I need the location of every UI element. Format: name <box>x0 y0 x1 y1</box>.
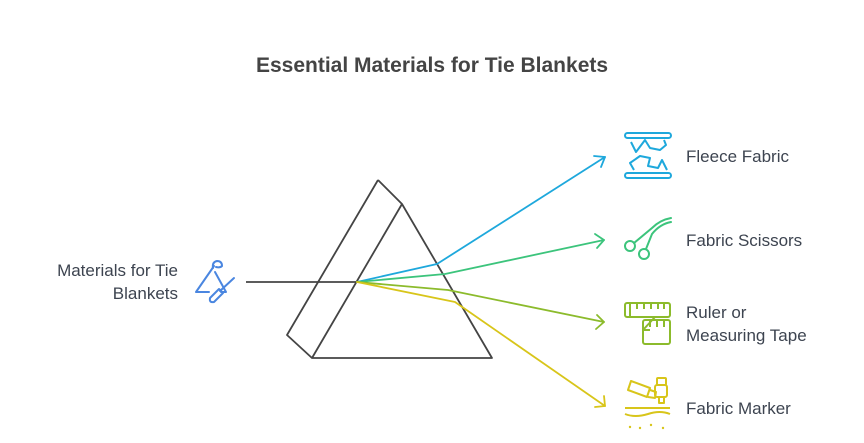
marker-icon <box>624 377 671 417</box>
ray-measuring-tape <box>356 281 605 330</box>
output-label-fabric-scissors: Fabric Scissors <box>686 231 802 250</box>
measuring-tape-icon <box>624 302 671 345</box>
ray-fabric-marker <box>356 281 606 408</box>
output-label-measuring-tape-line1: Ruler or <box>686 303 747 322</box>
ray-fabric-scissors <box>356 233 605 283</box>
prism <box>286 179 493 359</box>
ray-fleece-fabric <box>356 155 606 283</box>
fleece-fabric-icon <box>624 132 672 179</box>
source-label-line1: Materials for Tie <box>57 261 178 280</box>
scissors-icon <box>624 217 672 260</box>
output-label-fabric-marker: Fabric Marker <box>686 399 791 418</box>
hanger-icon <box>195 260 235 304</box>
source-label-line2: Blankets <box>113 284 178 303</box>
output-label-fleece-fabric: Fleece Fabric <box>686 147 789 166</box>
marker-dots <box>628 423 665 430</box>
diagram-title: Essential Materials for Tie Blankets <box>256 54 608 77</box>
output-label-measuring-tape-line2: Measuring Tape <box>686 326 807 345</box>
